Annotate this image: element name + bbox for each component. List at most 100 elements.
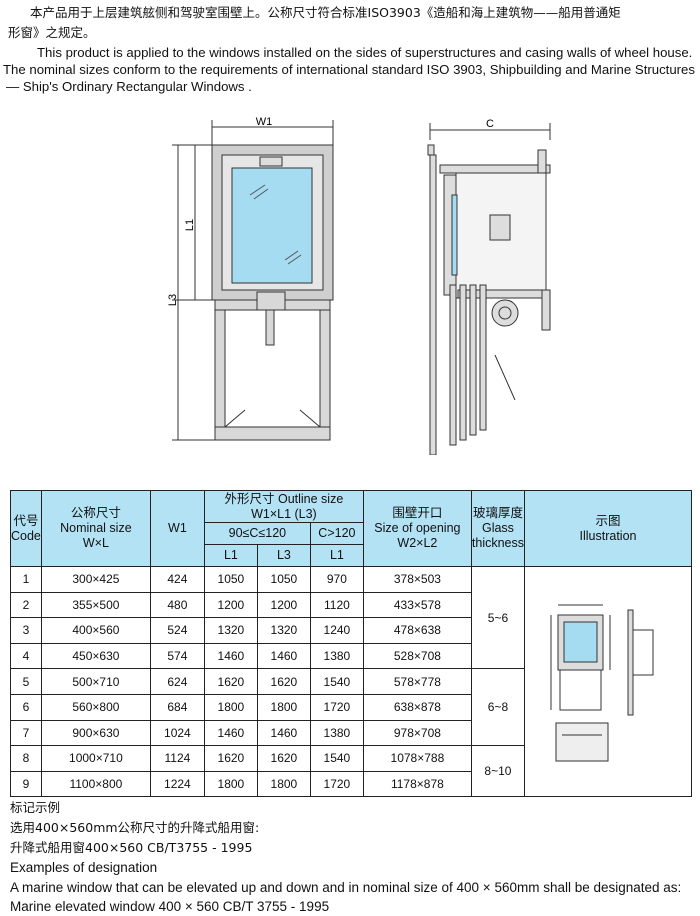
example-en-line2: Marine elevated window 400 × 560 CB/T 37… (10, 899, 330, 914)
h-l3: L3 (256, 544, 311, 567)
h-illus-en: Illustration (579, 528, 637, 543)
table-cell: 9 (10, 770, 42, 798)
table-cell: 1620 (256, 668, 311, 695)
dim-l3: L3 (167, 294, 179, 306)
table-cell: 1800 (256, 693, 311, 721)
illustration-cell (524, 565, 692, 798)
table-cell: 900×630 (40, 719, 151, 747)
dim-l1: L1 (184, 219, 196, 231)
table-cell: 1460 (203, 642, 258, 670)
table-cell: 1460 (256, 642, 311, 670)
intro-zh-line1: 本产品用于上层建筑舷侧和驾驶室围壁上。公称尺寸符合标准ISO3903《造船和海上… (30, 5, 621, 20)
table-cell: 524 (149, 617, 205, 644)
table-cell: 1460 (203, 719, 258, 747)
h-w1: W1 (149, 490, 205, 567)
table-cell: 400×560 (40, 617, 151, 644)
table-cell: 1024 (149, 719, 205, 747)
table-cell: 6 (10, 693, 42, 721)
table-cell: 1800 (203, 693, 258, 721)
table-cell: 1720 (309, 770, 364, 798)
intro-en-line1: This product is applied to the windows i… (37, 45, 693, 60)
table-cell: 355×500 (40, 591, 151, 619)
h-l1b: L1 (309, 544, 364, 567)
intro-zh-line2: 形窗》之规定。 (8, 25, 96, 40)
table-cell: 978×708 (362, 719, 472, 747)
h-range1: 90≤C≤120 (203, 522, 311, 545)
table-cell: 478×638 (362, 617, 472, 644)
table-cell: 1800 (256, 770, 311, 798)
table-cell: 1540 (309, 668, 364, 695)
table-cell: 1320 (203, 617, 258, 644)
h-opening-sub: W2×L2 (397, 536, 438, 550)
h-glass-zh: 玻璃厚度 (472, 506, 523, 520)
table-cell: 1178×878 (362, 770, 472, 798)
table-cell: 684 (149, 693, 205, 721)
table-cell: 300×425 (40, 566, 151, 593)
table-cell: 1460 (256, 719, 311, 747)
table-cell: 638×878 (362, 693, 472, 721)
table-cell: 1200 (256, 591, 311, 619)
intro-en-line3: — Ship's Ordinary Rectangular Windows . (6, 79, 252, 94)
table-cell: 1124 (149, 745, 205, 772)
table-cell: 480 (149, 591, 205, 619)
intro-en-line2: The nominal sizes conform to the require… (3, 62, 695, 77)
table-cell: 1240 (309, 617, 364, 644)
table-cell: 450×630 (40, 642, 151, 670)
example-zh-line1: 选用400×560mm公称尺寸的升降式船用窗: (10, 820, 260, 835)
table-cell: 1540 (309, 745, 364, 772)
glass-pane (231, 167, 313, 284)
table-cell: 1620 (256, 745, 311, 772)
table-cell: 1200 (203, 591, 258, 619)
table-cell: 1078×788 (362, 745, 472, 772)
h-range2: C>120 (309, 522, 364, 545)
example-zh-line2: 升降式船用窗400×560 CB/T3755 - 1995 (10, 840, 253, 855)
table-cell: 1120 (309, 591, 364, 619)
table-cell: 424 (149, 566, 205, 593)
table-cell: 1000×710 (40, 745, 151, 772)
table-cell: 1620 (203, 668, 258, 695)
table-cell: 4 (10, 642, 42, 670)
table-cell: 1380 (309, 719, 364, 747)
table-cell: 7 (10, 719, 42, 747)
table-cell: 578×778 (362, 668, 472, 695)
table-cell: 1380 (309, 642, 364, 670)
h-outline-sub: W1×L1 (L3) (251, 506, 317, 521)
table-cell: 1224 (149, 770, 205, 798)
table-cell: 624 (149, 668, 205, 695)
h-nominal-sub: W×L (82, 536, 109, 550)
h-outline: 外形尺寸 Outline size (224, 491, 344, 506)
illustration-diagram (550, 604, 654, 762)
h-opening-en: Size of opening (374, 521, 461, 535)
glass-thickness-cell: 8~10 (470, 745, 526, 798)
h-glass-en2: thickness (471, 536, 524, 550)
dim-c: C (486, 118, 494, 130)
table-cell: 560×800 (40, 693, 151, 721)
table-cell: 1620 (203, 745, 258, 772)
example-zh-title: 标记示例 (10, 800, 61, 815)
table-cell: 378×503 (362, 566, 472, 593)
glass-thickness-cell: 6~8 (470, 668, 526, 747)
table-cell: 500×710 (40, 668, 151, 695)
table-cell: 574 (149, 642, 205, 670)
glass-thickness-cell: 5~6 (470, 565, 526, 670)
table-cell: 970 (309, 566, 364, 593)
table-cell: 528×708 (362, 642, 472, 670)
dim-w1: W1 (256, 116, 273, 128)
h-illus-zh: 示图 (595, 513, 621, 528)
table-cell: 3 (10, 617, 42, 644)
example-en-line1: A marine window that can be elevated up … (10, 880, 682, 895)
h-opening-zh: 围壁开口 (392, 506, 443, 520)
table-cell: 1720 (309, 693, 364, 721)
side-section-drawing: C (427, 118, 551, 455)
table-cell: 1320 (256, 617, 311, 644)
table-cell: 1100×800 (40, 770, 151, 798)
table-cell: 433×578 (362, 591, 472, 619)
table-cell: 1050 (256, 566, 311, 593)
